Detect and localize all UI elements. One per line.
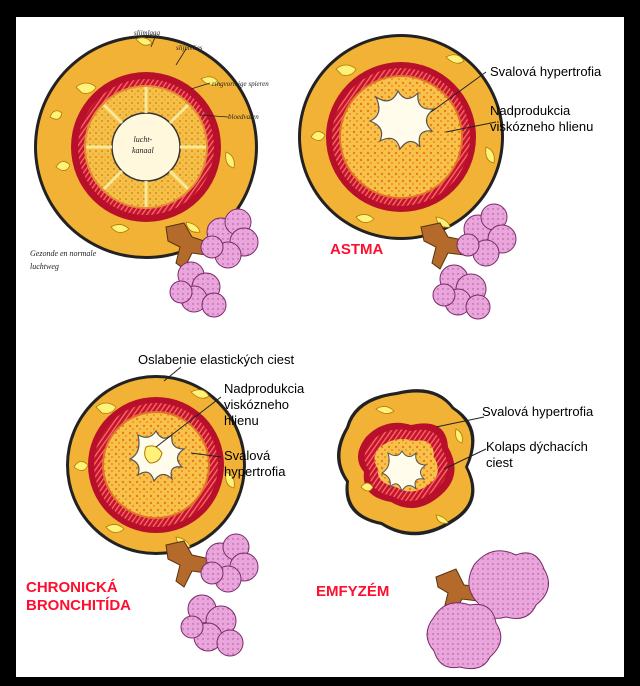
emphysema-label-collapse: Kolaps dýchacích ciest (486, 439, 588, 471)
normal-caption: Gezonde en normale luchtweg (30, 247, 96, 273)
emphysema-title: EMFYZÉM (316, 583, 389, 601)
bronchitis-label-mucus: Nadprodukcia viskózneho hlienu (224, 381, 304, 429)
bronchitis-bronchiole-alveoli (166, 534, 258, 656)
emphysema-bronchiole-alveoli (427, 551, 549, 669)
normal-label-mucus: slijmvlies (176, 44, 202, 52)
asthma-label-mucus: Nadprodukcia viskózneho hlienu (490, 103, 593, 135)
emphysema-label-hypertrophy: Svalová hypertrofia (482, 404, 593, 420)
normal-label-vessel: bloedvaten (228, 113, 259, 121)
bronchitis-airway (66, 367, 246, 555)
bronchitis-label-elastic: Oslabenie elastických ciest (138, 352, 294, 368)
normal-label-muscle: ringvormige spieren (212, 80, 269, 88)
normal-bronchiole-alveoli (166, 209, 258, 317)
asthma-airway (298, 34, 504, 240)
diagram-panel: slijmlaaq slijmvlies ringvormige spieren… (16, 17, 624, 677)
bronchitis-label-hypertrophy: Svalová hypertrofia (224, 448, 285, 480)
normal-label-mucous-layer: slijmlaaq (134, 29, 160, 37)
bronchitis-title: CHRONICKÁ BRONCHITÍDA (26, 579, 131, 615)
asthma-title: ASTMA (330, 241, 383, 259)
emphysema-airway (337, 389, 486, 535)
normal-label-lumen: lucht- kanaal (132, 134, 154, 156)
asthma-label-hypertrophy: Svalová hypertrofia (490, 64, 601, 80)
